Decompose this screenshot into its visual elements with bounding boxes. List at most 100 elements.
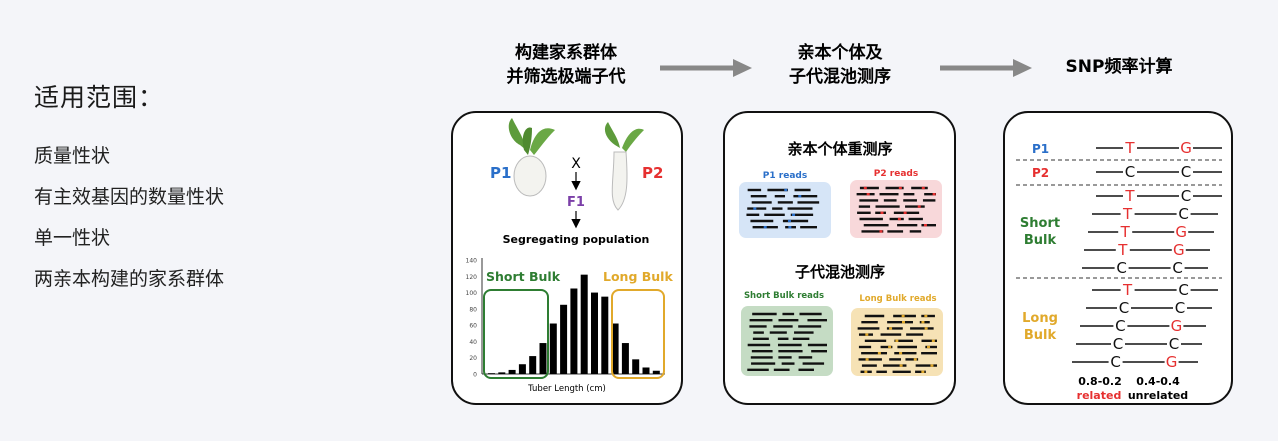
snp-p1-label: P1 xyxy=(1032,142,1049,156)
step2-line1: 亲本个体及 xyxy=(798,42,884,63)
p1-reads-label: P1 reads xyxy=(763,171,807,181)
short-reads-label: Short Bulk reads xyxy=(744,291,824,301)
snp-base: C xyxy=(1119,299,1129,317)
snp-base-bg xyxy=(1118,224,1133,239)
hist-bar xyxy=(570,288,578,374)
y-tick-20: 20 xyxy=(469,355,477,362)
hist-bar xyxy=(632,359,640,374)
y-tick-100: 100 xyxy=(466,290,478,297)
y-tick-80: 80 xyxy=(469,306,477,313)
snp-base: G xyxy=(1173,241,1185,259)
hist-bar xyxy=(591,292,598,374)
snp-base: G xyxy=(1166,353,1178,371)
scope-section: 适用范围： 质量性状 有主效基因的数量性状 单一性状 两亲本构建的家系群体 xyxy=(34,78,224,300)
ratio-related: 0.8-0.2 xyxy=(1078,375,1122,388)
snp-base-bg xyxy=(1176,282,1191,297)
scope-item-1: 质量性状 xyxy=(34,145,111,167)
unrelated-label: unrelated xyxy=(1128,389,1188,402)
snp-base-bg xyxy=(1169,318,1184,333)
p2-reads-label: P2 reads xyxy=(874,169,918,179)
snp-long-label-1: Long xyxy=(1022,311,1058,326)
snp-long-label-2: Bulk xyxy=(1024,328,1057,343)
cross-symbol: X xyxy=(571,156,581,172)
hist-bar xyxy=(621,343,629,374)
snp-base: C xyxy=(1172,259,1182,277)
hist-bar xyxy=(601,296,609,374)
step1-line2: 并筛选极端子代 xyxy=(507,66,626,87)
short-reads xyxy=(747,312,827,371)
scope-item-2: 有主效基因的数量性状 xyxy=(34,186,225,208)
hist-bar xyxy=(539,343,547,374)
snp-base: G xyxy=(1180,139,1192,157)
hist-bar xyxy=(529,356,537,374)
snp-base-bg xyxy=(1173,300,1187,315)
snp-base: C xyxy=(1116,259,1126,277)
scope-item-3: 单一性状 xyxy=(34,227,111,249)
hist-bar xyxy=(560,304,568,374)
snp-base-bg xyxy=(1114,260,1129,275)
snp-short-label-1: Short xyxy=(1020,216,1060,231)
hist-bar xyxy=(498,372,506,374)
p2-label: P2 xyxy=(642,164,663,182)
snp-base-bg xyxy=(1123,188,1137,203)
snp-base-bg xyxy=(1171,242,1186,257)
hist-bar xyxy=(642,367,650,374)
snp-base: T xyxy=(1117,241,1128,259)
snp-base: C xyxy=(1181,163,1191,181)
population-label: Segregating population xyxy=(503,233,650,246)
snp-base-bg xyxy=(1115,242,1130,257)
parent-seq-title: 亲本个体重测序 xyxy=(787,140,892,158)
long-reads-label: Long Bulk reads xyxy=(859,294,936,304)
snp-short-label-2: Bulk xyxy=(1024,233,1057,248)
snp-base: T xyxy=(1124,139,1135,157)
short-reads-box xyxy=(741,306,833,376)
snp-base: C xyxy=(1125,163,1135,181)
snp-base-bg xyxy=(1123,140,1137,155)
snp-base: G xyxy=(1171,317,1183,335)
snp-base-bg xyxy=(1179,164,1193,179)
hist-bar xyxy=(488,373,495,374)
y-tick-120: 120 xyxy=(466,274,478,281)
snp-base: C xyxy=(1181,187,1191,205)
snp-base: T xyxy=(1122,281,1133,299)
y-tick-0: 0 xyxy=(473,372,477,379)
snp-base-bg xyxy=(1176,206,1191,221)
arrow-1 xyxy=(660,59,752,77)
snp-base: T xyxy=(1120,223,1131,241)
snp-base-bg xyxy=(1120,206,1135,221)
long-bulk-box xyxy=(611,289,665,379)
snp-base-bg xyxy=(1174,224,1189,239)
hist-bar xyxy=(518,364,526,374)
snp-base: C xyxy=(1178,281,1188,299)
scope-item-4: 两亲本构建的家系群体 xyxy=(34,268,225,290)
ratio-unrelated: 0.4-0.4 xyxy=(1136,375,1180,388)
arrow-2 xyxy=(940,59,1032,77)
snp-base: C xyxy=(1113,335,1123,353)
snp-base: C xyxy=(1178,205,1188,223)
step2-line2: 子代混池测序 xyxy=(789,66,891,87)
y-tick-140: 140 xyxy=(466,258,478,265)
snp-base: C xyxy=(1175,299,1185,317)
snp-base: T xyxy=(1122,205,1133,223)
hist-bar xyxy=(580,274,588,374)
hist-bar xyxy=(652,370,660,374)
p1-reads xyxy=(746,188,820,229)
snp-base: C xyxy=(1110,353,1120,371)
snp-base-bg xyxy=(1123,164,1137,179)
snp-base-bg xyxy=(1164,354,1179,369)
short-bulk-label: Short Bulk xyxy=(486,269,561,284)
y-tick-40: 40 xyxy=(469,339,477,346)
hist-bar xyxy=(549,323,557,374)
